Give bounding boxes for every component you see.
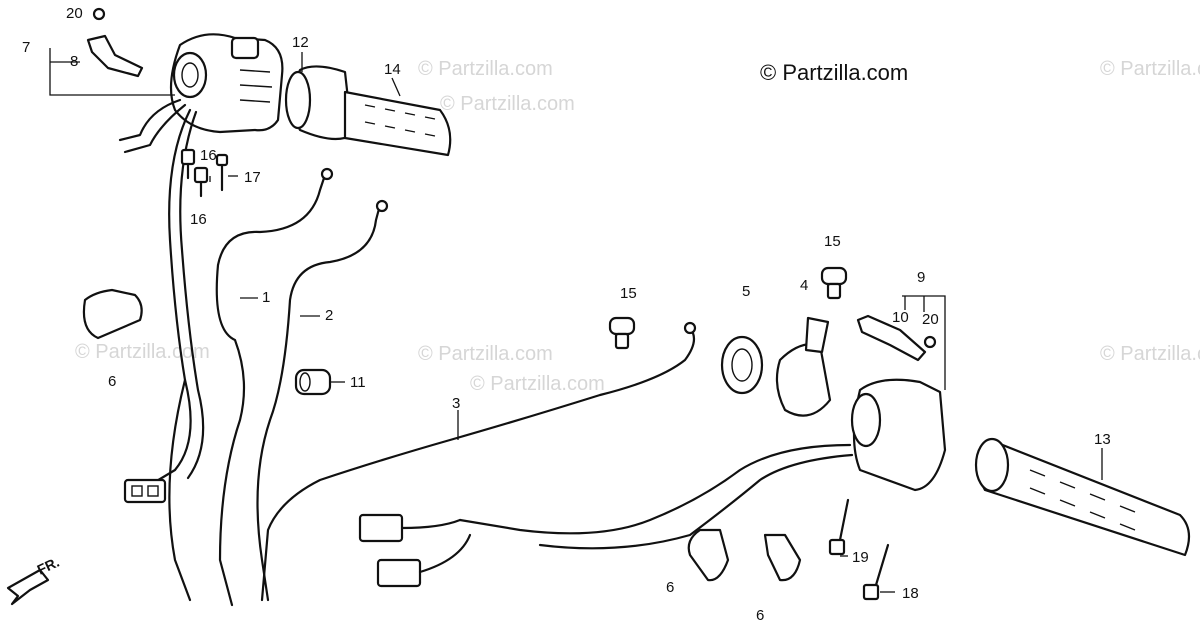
throttle-grip-12[interactable] (284, 65, 354, 141)
choke-cable-3[interactable] (260, 321, 697, 602)
watermarks: © Partzilla.com © Partzilla.com © Partzi… (75, 58, 1200, 395)
left-housing-wires (118, 98, 205, 504)
bolt-18[interactable] (862, 543, 890, 601)
watermark: © Partzilla.com (75, 341, 210, 363)
callout-18: 18 (902, 585, 919, 602)
callout-20: 20 (66, 5, 83, 22)
callout-20: 20 (922, 311, 939, 328)
lever-4[interactable] (775, 316, 832, 417)
left-grip-14[interactable] (343, 90, 452, 157)
callout-7: 7 (22, 39, 30, 56)
callout-11: 11 (350, 374, 366, 391)
front-label: FR. (35, 554, 62, 578)
callout-15: 15 (620, 285, 637, 302)
callout-16: 16 (200, 147, 217, 164)
callout-13: 13 (1094, 431, 1111, 448)
clamp-band-6-left[interactable] (82, 288, 143, 340)
watermark: © Partzilla.com (440, 93, 575, 115)
callout-12: 12 (292, 34, 309, 51)
callout-15: 15 (824, 233, 841, 250)
watermark: © Partzilla.com (470, 373, 605, 395)
screws-16-17[interactable] (180, 148, 229, 198)
watermark: © Partzilla.com (1100, 58, 1200, 80)
clamp-band-6-bottom-a[interactable] (687, 528, 730, 582)
callout-8: 8 (70, 53, 78, 70)
callouts: 20 7 8 12 14 16 17 16 1 2 6 11 3 15 5 4 … (22, 5, 1111, 624)
front-arrow: FR. (6, 554, 62, 606)
callout-3: 3 (452, 395, 460, 412)
callout-2: 2 (325, 307, 333, 324)
callout-16: 16 (190, 211, 207, 228)
callout-14: 14 (384, 61, 401, 78)
bracket-10[interactable] (856, 314, 927, 362)
clamp-band-6-bottom-b[interactable] (763, 533, 802, 582)
bolt-19[interactable] (828, 498, 850, 556)
plug-15-right[interactable] (820, 266, 848, 300)
collar-11[interactable] (294, 368, 332, 396)
plug-15-center[interactable] (608, 316, 636, 350)
callout-5: 5 (742, 283, 750, 300)
left-switch-housing[interactable] (169, 33, 284, 134)
callout-6: 6 (108, 373, 116, 390)
callout-4: 4 (800, 277, 808, 294)
callout-6: 6 (666, 579, 674, 596)
watermark: © Partzilla.com (418, 343, 553, 365)
copyright-text: © Partzilla.com (760, 60, 908, 85)
callout-10: 10 (892, 309, 909, 326)
callout-1: 1 (262, 289, 270, 306)
throttle-cables[interactable] (168, 167, 389, 607)
screw-20[interactable] (92, 7, 106, 21)
right-grip-13[interactable] (974, 437, 1191, 557)
screw-20-right[interactable] (923, 335, 937, 349)
callout-9: 9 (917, 269, 925, 286)
watermark: © Partzilla.com (418, 58, 553, 80)
leader-lines (49, 48, 1103, 593)
callout-17: 17 (244, 169, 261, 186)
callout-19: 19 (852, 549, 869, 566)
bracket-8[interactable] (86, 34, 144, 78)
callout-6: 6 (756, 607, 764, 624)
seal-5[interactable] (720, 335, 764, 395)
wire-harness (358, 443, 854, 588)
watermark: © Partzilla.com (1100, 343, 1200, 365)
right-switch-housing[interactable] (850, 378, 947, 492)
